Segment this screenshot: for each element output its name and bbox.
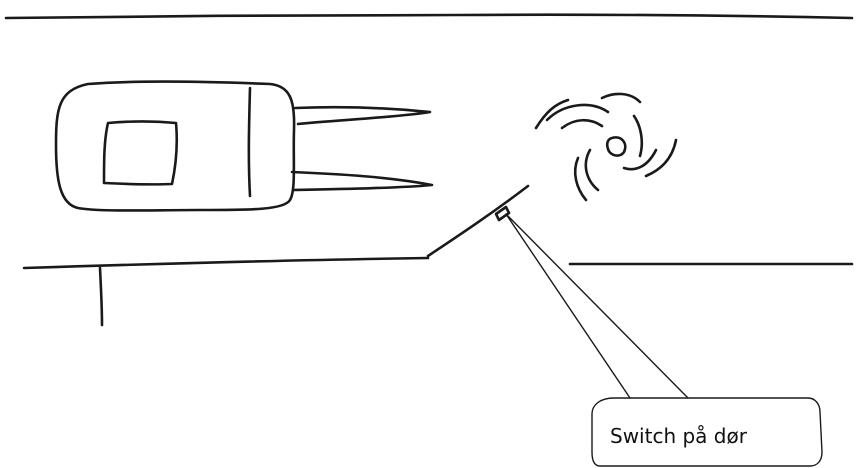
door-leaf xyxy=(426,184,530,258)
forklift-seat xyxy=(102,120,179,186)
signal-arc-8 xyxy=(584,148,600,192)
forklift-fork-lower xyxy=(290,170,434,192)
signal-arc-7 xyxy=(644,138,678,178)
forklift-fork-upper xyxy=(293,105,432,126)
forklift-divider xyxy=(247,86,252,198)
radio-signal-icon xyxy=(534,92,678,202)
signal-arc-5 xyxy=(632,114,644,158)
door-switch-icon xyxy=(494,205,511,222)
forklift-body xyxy=(54,80,296,212)
signal-arc-3 xyxy=(534,98,570,130)
signal-source xyxy=(605,136,627,157)
callout-bubble xyxy=(591,397,823,467)
signal-arc-4 xyxy=(600,92,642,104)
signal-arc-6 xyxy=(622,148,658,171)
signal-arc-9 xyxy=(573,156,588,202)
forklift-icon xyxy=(54,80,434,212)
bottom-wall-left xyxy=(22,256,430,270)
signal-arc-1 xyxy=(560,118,604,130)
callout-label: Switch på dør xyxy=(610,424,748,448)
callout-pointer xyxy=(505,213,689,399)
signal-arc-2 xyxy=(545,103,610,122)
top-wall-line xyxy=(4,13,854,20)
wall-stub xyxy=(98,266,104,327)
